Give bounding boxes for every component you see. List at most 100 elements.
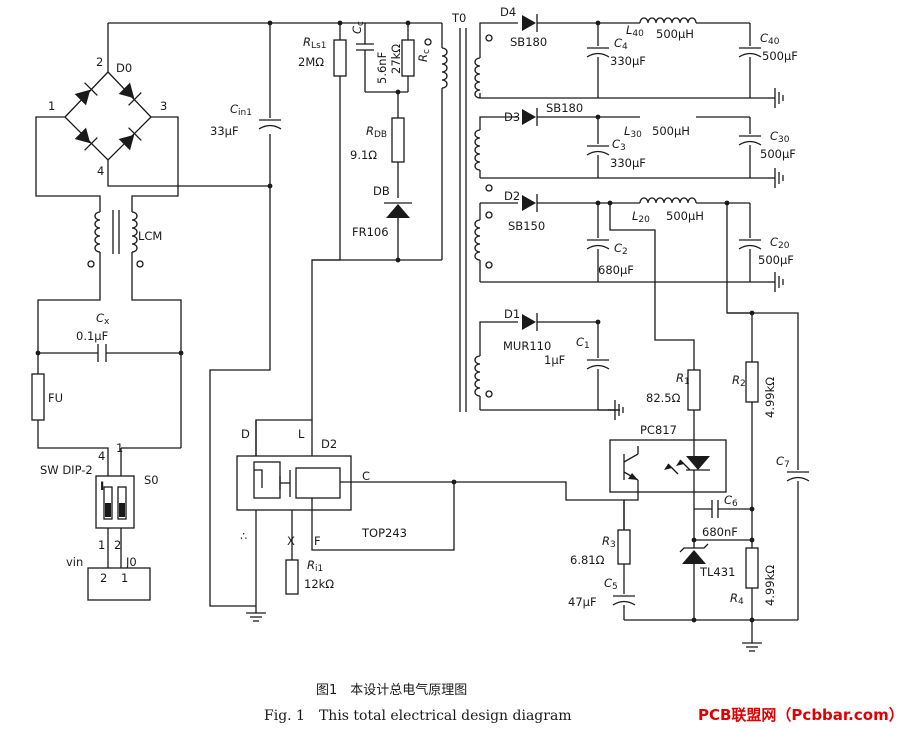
r3-value: 6.81Ω xyxy=(570,553,605,567)
resistor-rls1: RLs1 2MΩ xyxy=(298,35,347,77)
c20-value: 500μF xyxy=(758,253,794,267)
svg-text:L30: L30 xyxy=(624,124,642,140)
top-pin-d: D xyxy=(241,427,250,441)
r1-value: 82.5Ω xyxy=(646,391,681,405)
resistor-ri1: Ri1 12kΩ xyxy=(285,558,334,595)
svg-text:C1: C1 xyxy=(576,335,590,351)
svg-text:C40: C40 xyxy=(760,31,780,47)
feedback-network: R1 82.5Ω R2 4.99kΩ C7 PC817 C6 xyxy=(568,313,810,652)
svg-text:L40: L40 xyxy=(626,23,644,39)
capacitor-cx: Cx 0.1μF xyxy=(76,311,110,343)
svg-text:C2: C2 xyxy=(614,241,628,257)
caption-chinese: 图1 本设计总电气原理图 xyxy=(316,682,467,698)
bridge-pin-4: 4 xyxy=(97,164,104,178)
transformer-label: T0 xyxy=(451,11,466,25)
d1-label: D1 xyxy=(504,307,520,321)
capacitor-cc: Cc 5.6nF xyxy=(350,21,389,84)
rc-value: 27kΩ xyxy=(389,44,403,74)
svg-text:C7: C7 xyxy=(776,454,790,470)
l30-value: 500μH xyxy=(652,124,690,138)
svg-text:I: I xyxy=(100,479,104,493)
svg-text:R3: R3 xyxy=(602,534,616,550)
switch-pin-3: 1 xyxy=(116,441,123,455)
top-part: TOP243 xyxy=(361,526,407,540)
c3-value: 330μF xyxy=(610,156,646,170)
db-part: FR106 xyxy=(352,225,389,239)
top-pin-d2: D2 xyxy=(321,437,337,451)
switch-pin-2: 2 xyxy=(114,538,121,552)
d4-label: D4 xyxy=(500,5,516,19)
connector-j0: vin J0 2 1 xyxy=(66,555,151,601)
d3-part: SB180 xyxy=(546,101,583,115)
watermark: PCB联盟网（Pcbbar.com） xyxy=(698,706,900,724)
diode-db: DB FR106 xyxy=(352,184,412,239)
c5-value: 47μF xyxy=(568,595,597,609)
rdb-value: 9.1Ω xyxy=(350,148,377,162)
svg-text:Ri1: Ri1 xyxy=(307,558,323,574)
l40-value: 500μH xyxy=(656,27,694,41)
switch-ref: S0 xyxy=(144,473,159,487)
common-mode-choke-lcm: LCM xyxy=(87,210,162,270)
svg-text:RDB: RDB xyxy=(366,124,387,140)
switch-s0: 4 1 SW DIP-2 S0 I 1 2 xyxy=(40,441,159,552)
top-pin-c: C xyxy=(362,469,370,483)
bridge-pin-1: 1 xyxy=(48,99,55,113)
switch-pin-4: 4 xyxy=(98,449,105,463)
c1-value: 1μF xyxy=(544,353,565,367)
d3-label: D3 xyxy=(504,110,520,124)
c4-value: 330μF xyxy=(610,54,646,68)
cx-value: 0.1μF xyxy=(76,329,108,343)
caption-english: Fig. 1 This total electrical design diag… xyxy=(264,708,572,724)
switch-pin-1: 1 xyxy=(98,538,105,552)
primary-wiring xyxy=(255,22,443,470)
svg-text:Cin1: Cin1 xyxy=(230,102,252,118)
primary-ground xyxy=(245,605,267,622)
svg-text:L20: L20 xyxy=(632,209,650,225)
svg-text:Rc: Rc xyxy=(416,49,432,62)
top-pin-l: L xyxy=(298,427,305,441)
connector-pin-2: 2 xyxy=(100,571,107,585)
top-pin-f: F xyxy=(314,534,321,548)
svg-text:C3: C3 xyxy=(612,137,626,153)
capacitor-cin1: Cin1 33μF xyxy=(210,102,282,138)
bridge-pin-3: 3 xyxy=(160,99,167,113)
bridge-pin-2: 2 xyxy=(96,55,103,69)
rls1-value: 2MΩ xyxy=(298,55,324,69)
resistor-rc: 27kΩ Rc xyxy=(389,39,432,77)
pc817-label: PC817 xyxy=(640,423,677,437)
svg-text:RLs1: RLs1 xyxy=(303,35,326,51)
cin1-value: 33μF xyxy=(210,124,239,138)
l20-value: 500μH xyxy=(666,209,704,223)
svg-text:C4: C4 xyxy=(614,36,628,52)
svg-text:R4: R4 xyxy=(730,591,744,607)
svg-text:R2: R2 xyxy=(732,373,746,389)
connector-net: vin xyxy=(66,555,83,569)
cc-value: 5.6nF xyxy=(375,52,389,84)
svg-text:C6: C6 xyxy=(724,493,738,509)
connector-name: J0 xyxy=(125,555,137,569)
svg-text:Cx: Cx xyxy=(96,311,110,327)
svg-text:C5: C5 xyxy=(604,576,618,592)
top243-switcher: D L D2 C X F TOP243 ∴ xyxy=(236,427,625,606)
c6-value: 680nF xyxy=(702,525,738,539)
connector-pin-1: 1 xyxy=(121,571,128,585)
d4-part: SB180 xyxy=(510,35,547,49)
transformer-t0: T0 xyxy=(424,11,750,412)
r4-value: 4.99kΩ xyxy=(763,565,777,606)
ri1-value: 12kΩ xyxy=(304,577,334,591)
output-2: D3 SB180 C3 330μF L30 500μH C30 500μF xyxy=(504,101,796,189)
input-wiring xyxy=(35,22,408,607)
top-pin-x: X xyxy=(287,534,295,548)
c30-value: 500μF xyxy=(760,147,796,161)
svg-text:C20: C20 xyxy=(770,235,790,251)
d1-part: MUR110 xyxy=(503,339,551,353)
d2-label: D2 xyxy=(504,189,520,203)
svg-text:∴: ∴ xyxy=(240,529,247,543)
bridge-rectifier-d0: D0 2 1 3 4 xyxy=(48,55,167,178)
d2-part: SB150 xyxy=(508,219,545,233)
bridge-label: D0 xyxy=(116,61,132,75)
fuse-fu: FU xyxy=(31,373,63,421)
switch-name: SW DIP-2 xyxy=(40,463,93,477)
c40-value: 500μF xyxy=(762,49,798,63)
